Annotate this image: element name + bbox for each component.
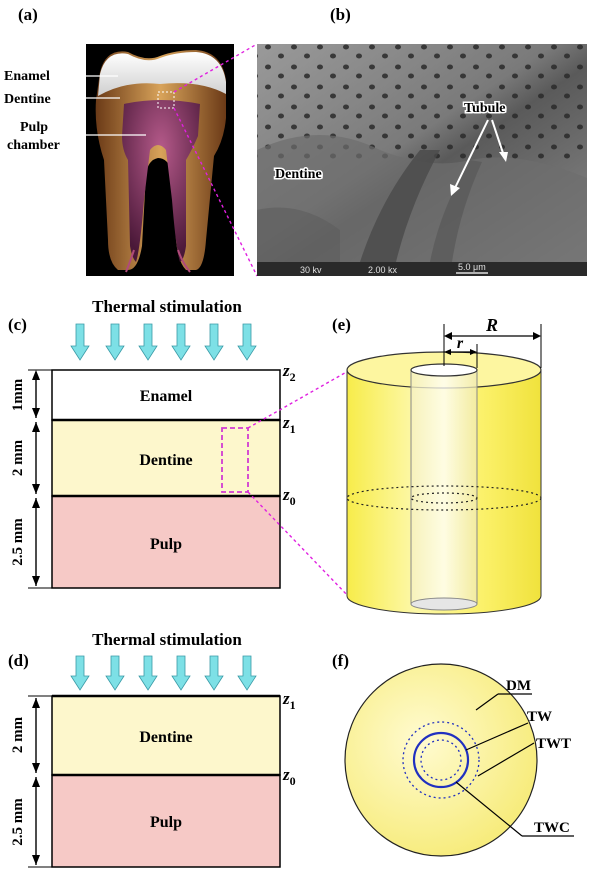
z0-label-d: z0 xyxy=(282,765,296,788)
callout-dentine-label: Dentine xyxy=(4,92,51,107)
panel-d: (d) Thermal stimulation Dentine Pulp 2 m… xyxy=(8,630,296,868)
sem-magnification: 2.00 kx xyxy=(368,265,398,275)
panel-c-label: (c) xyxy=(8,315,27,334)
dentine-sample-box xyxy=(157,91,175,109)
layer-stack-d: Dentine Pulp xyxy=(51,694,281,868)
dentine-matrix-disc xyxy=(344,663,538,857)
panel-a-label: (a) xyxy=(18,5,38,24)
stimulus-arrows-d xyxy=(70,655,257,691)
mid-section-inner xyxy=(410,492,478,504)
tubule-wall-circle xyxy=(412,731,470,789)
layer-dentine-c xyxy=(51,419,281,497)
z1-label-c: z1 xyxy=(282,413,296,436)
thermal-arrow-1 xyxy=(70,655,90,691)
thermal-arrow-5 xyxy=(204,323,224,361)
tubule-arrows xyxy=(450,119,508,196)
thermal-arrow-4 xyxy=(171,655,191,691)
panel-c-stimulus: Thermal stimulation xyxy=(92,297,242,316)
panel-b: (b) 30 kv 2.00 kx 5.0 μm Dentine Tubule xyxy=(257,5,587,276)
leader-lines xyxy=(455,693,574,837)
tubule-wall-transition-ring xyxy=(402,721,480,799)
tubule-channel xyxy=(411,370,477,604)
sem-dentine-label: Dentine xyxy=(275,167,322,182)
sem-tubule-label: Tubule xyxy=(464,101,506,116)
stimulus-arrows-c xyxy=(70,323,257,361)
radius-dimensions: R r xyxy=(443,315,542,368)
thickness-pulp-d: 2.5 mm xyxy=(10,798,26,846)
thermal-arrow-6 xyxy=(237,323,257,361)
region-tw-label: TW xyxy=(527,709,552,725)
connector-a-b xyxy=(173,43,258,277)
sem-scale-text: 5.0 μm xyxy=(458,262,486,272)
mid-section-outer xyxy=(346,485,542,511)
z2-label: z2 xyxy=(282,361,296,384)
thermal-arrow-5 xyxy=(204,655,224,691)
layer-pulp-c-name: Pulp xyxy=(150,536,182,553)
layer-pulp-d xyxy=(51,774,281,868)
panel-e-label: (e) xyxy=(332,315,351,334)
panel-f: (f) DM TW TWT TWC xyxy=(332,651,574,857)
z0-label-c: z0 xyxy=(282,485,296,508)
thermal-arrow-6 xyxy=(237,655,257,691)
outer-radius-label: R xyxy=(485,315,498,335)
thermal-arrow-1 xyxy=(70,323,90,361)
panel-b-label: (b) xyxy=(330,5,351,24)
panel-d-label: (d) xyxy=(8,651,29,670)
layer-pulp-c xyxy=(51,495,281,589)
cylinder xyxy=(346,351,542,615)
layer-stack-c: Enamel Dentine Pulp xyxy=(51,369,281,589)
callout-chamber-label: chamber xyxy=(7,138,60,153)
z1-label-d: z1 xyxy=(282,689,296,712)
dimension-arrows-d xyxy=(28,695,52,868)
layer-dentine-c-name: Dentine xyxy=(139,452,192,469)
z-labels-c: z2 z1 z0 xyxy=(282,361,296,508)
thickness-dentine-d: 2 mm xyxy=(10,716,26,753)
layer-pulp-d-name: Pulp xyxy=(150,814,182,831)
sem-image: 30 kv 2.00 kx 5.0 μm xyxy=(257,44,587,276)
tubule-bottom xyxy=(410,597,478,611)
region-twc-label: TWC xyxy=(534,820,570,836)
region-twt-label: TWT xyxy=(536,736,571,752)
panel-e: (e) R r xyxy=(332,315,542,615)
thermal-arrow-3 xyxy=(138,655,158,691)
dimension-arrows-c xyxy=(28,369,52,589)
panel-d-stimulus: Thermal stimulation xyxy=(92,630,242,649)
thickness-enamel: 1mm xyxy=(10,378,26,411)
panel-f-label: (f) xyxy=(332,651,349,670)
tooth-illustration xyxy=(95,50,227,273)
sem-voltage: 30 kv xyxy=(300,265,322,275)
sem-info-bar xyxy=(257,262,587,276)
region-dm-label: DM xyxy=(506,678,531,694)
thermal-arrow-2 xyxy=(105,655,125,691)
inner-radius-label: r xyxy=(457,335,464,352)
thermal-arrow-4 xyxy=(171,323,191,361)
panel-a: (a) Enamel Dentine Pulp chamber xyxy=(4,5,234,276)
layer-enamel-name: Enamel xyxy=(140,388,193,405)
z-labels-d: z1 z0 xyxy=(282,689,296,788)
dentine-region-box xyxy=(221,427,249,493)
thickness-pulp-c: 2.5 mm xyxy=(10,518,26,566)
connector-c-e xyxy=(247,369,351,599)
callout-pulp-label: Pulp xyxy=(20,120,48,135)
panel-c: (c) Thermal stimulation Enamel Dentine P… xyxy=(8,297,296,589)
callout-enamel-label: Enamel xyxy=(4,69,50,84)
thermal-arrow-2 xyxy=(105,323,125,361)
layer-dentine-d xyxy=(51,695,281,776)
thickness-dentine-c: 2 mm xyxy=(10,439,26,476)
layer-dentine-d-name: Dentine xyxy=(139,729,192,746)
layer-enamel xyxy=(51,369,281,421)
tubule-core-ring xyxy=(420,739,462,781)
thermal-arrow-3 xyxy=(138,323,158,361)
